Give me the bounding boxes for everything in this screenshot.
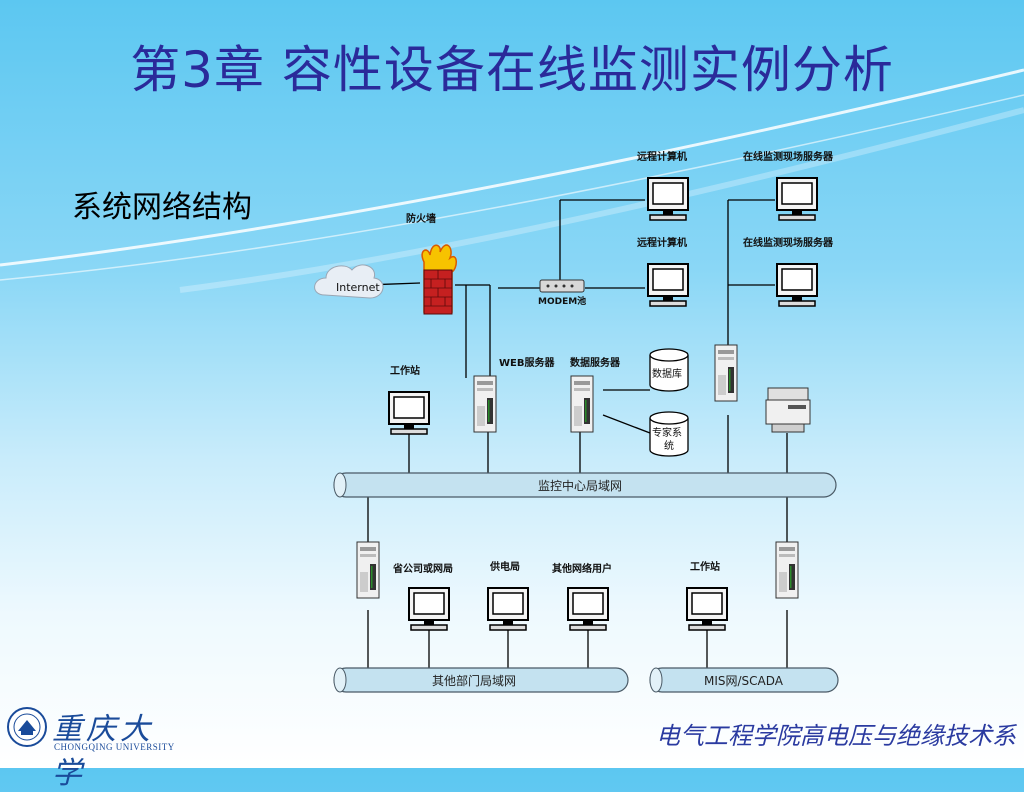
workstation-top-label: 工作站: [390, 364, 420, 377]
expert-system-icon: [649, 411, 689, 457]
modem-pool-icon: [539, 279, 585, 293]
gateway-server-icon: [714, 344, 738, 402]
provincial-label: 省公司或网局: [392, 562, 453, 575]
data-server-label: 数据服务器: [570, 356, 621, 369]
slide-title: 第3章 容性设备在线监测实例分析: [130, 41, 894, 99]
data-server-icon: [570, 375, 594, 433]
other-lan-bus: [333, 667, 629, 693]
university-seal-icon: [7, 707, 47, 747]
university-logo: 重庆大学 CHONGQING UNIVERSITY: [6, 700, 186, 791]
firewall-icon: [421, 244, 457, 315]
central-lan-label: 监控中心局域网: [538, 478, 622, 493]
power-bureau-label: 供电局: [489, 560, 520, 573]
central-lan-bus: [333, 472, 837, 498]
other-lan-label: 其他部门局域网: [432, 673, 516, 688]
workstation-bottom-label: 工作站: [690, 560, 720, 573]
expert-system-label-line2: 统: [664, 439, 674, 452]
expert-system-label-line1: 专家系: [652, 426, 682, 439]
database-icon: [649, 348, 689, 392]
remote-computer-2-label: 远程计算机: [637, 236, 687, 249]
remote-computer-1-label: 远程计算机: [637, 150, 687, 163]
mis-scada-bus: [649, 667, 839, 693]
remote-computer-2-icon: [647, 263, 689, 307]
power-bureau-computer-icon: [487, 587, 529, 631]
provincial-computer-icon: [408, 587, 450, 631]
slide-subtitle: 系统网络结构: [72, 190, 252, 225]
field-server-2-icon: [776, 263, 818, 307]
web-server-icon: [473, 375, 497, 433]
workstation-bottom-icon: [686, 587, 728, 631]
field-server-2-label: 在线监测现场服务器: [743, 236, 834, 249]
printer-icon: [765, 387, 811, 433]
internet-label: Internet: [336, 281, 380, 294]
background-swoosh: [0, 0, 1024, 768]
connection-lines: [364, 199, 788, 668]
gateway-right-icon: [775, 541, 799, 599]
other-users-computer-icon: [567, 587, 609, 631]
workstation-top-icon: [388, 391, 430, 435]
mis-scada-label: MIS网/SCADA: [704, 674, 784, 688]
database-label: 数据库: [652, 367, 682, 380]
firewall-label: 防火墙: [406, 212, 436, 225]
modem-pool-label: MODEM池: [538, 295, 586, 307]
university-name-en: CHONGQING UNIVERSITY: [54, 742, 175, 752]
gateway-left-icon: [356, 541, 380, 599]
web-server-label: WEB服务器: [499, 356, 555, 369]
department-name: 电气工程学院高电压与绝缘技术系: [656, 722, 1016, 750]
field-server-1-label: 在线监测现场服务器: [743, 150, 834, 163]
network-diagram: Internet 防火墙 MODEM池 远程计算机 远程计算机 在线监测现场服务…: [314, 150, 839, 693]
internet-cloud-icon: [314, 264, 384, 299]
remote-computer-1-icon: [647, 177, 689, 221]
field-server-1-icon: [776, 177, 818, 221]
other-users-label: 其他网络用户: [552, 562, 612, 575]
